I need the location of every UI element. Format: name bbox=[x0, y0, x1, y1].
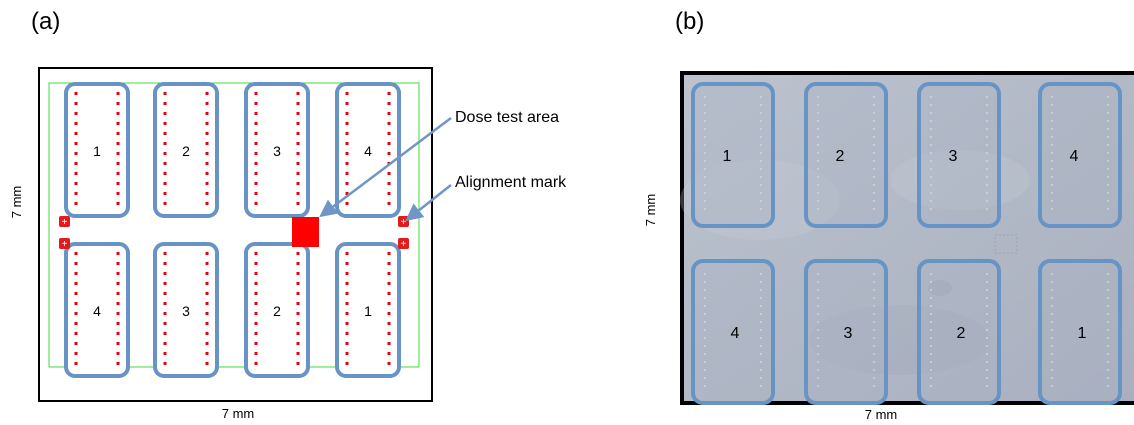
region-number: 3 bbox=[273, 143, 281, 159]
region-number: 2 bbox=[182, 143, 190, 159]
panel-b-label: (b) bbox=[675, 8, 705, 35]
write-region: 1 bbox=[64, 82, 130, 218]
dose-test-arrow bbox=[319, 117, 452, 218]
panel-b-width-label: 7 mm bbox=[865, 407, 898, 422]
svg-text:+: + bbox=[62, 239, 68, 250]
alignment-mark-left-bottom: + bbox=[59, 238, 70, 250]
micrograph-region: 2 bbox=[804, 82, 888, 228]
write-region: 1 bbox=[335, 242, 401, 378]
region-number: 2 bbox=[273, 303, 281, 319]
alignment-mark-left-top: + bbox=[59, 216, 70, 228]
region-number: 1 bbox=[93, 143, 101, 159]
write-region: 2 bbox=[244, 242, 310, 378]
micrograph-region-number: 1 bbox=[723, 148, 732, 165]
panel-a-diagram: 1 2 3 4 4 3 2 1 + + + + Dose test area Alignmen… bbox=[9, 67, 567, 421]
panel-b-micrograph: 1 2 3 4 4 3 2 1 7 mm 7 mm bbox=[643, 71, 1134, 422]
alignment-mark-right-bottom: + bbox=[398, 238, 409, 250]
alignment-arrow bbox=[405, 184, 452, 222]
region-number: 1 bbox=[364, 303, 372, 319]
dose-test-label: Dose test area bbox=[455, 109, 559, 126]
svg-text:+: + bbox=[401, 239, 407, 250]
write-region: 3 bbox=[244, 82, 310, 218]
alignment-mark-label: Alignment mark bbox=[455, 174, 567, 191]
panel-b-regions: 1 2 3 4 4 3 2 1 bbox=[691, 82, 1122, 405]
micrograph-image bbox=[684, 75, 1134, 401]
write-region: 4 bbox=[64, 242, 130, 378]
panel-a-width-label: 7 mm bbox=[222, 406, 255, 421]
micrograph-region-number: 4 bbox=[731, 325, 740, 342]
dose-test-area bbox=[292, 217, 319, 247]
alignment-mark-right-top: + bbox=[398, 216, 409, 228]
micrograph-region-number: 3 bbox=[844, 325, 853, 342]
micrograph-region: 3 bbox=[917, 82, 1001, 228]
region-number: 4 bbox=[93, 303, 101, 319]
micrograph-region: 2 bbox=[917, 259, 1001, 405]
region-number: 4 bbox=[364, 143, 372, 159]
panel-a-height-label: 7 mm bbox=[9, 186, 24, 219]
micrograph-region-number: 2 bbox=[836, 148, 845, 165]
micrograph-region: 1 bbox=[1038, 259, 1122, 405]
panel-a-regions: 1 2 3 4 4 3 2 1 bbox=[64, 82, 401, 378]
micrograph-region-number: 2 bbox=[957, 325, 966, 342]
micrograph-region: 1 bbox=[691, 82, 775, 228]
region-number: 3 bbox=[182, 303, 190, 319]
write-region: 2 bbox=[153, 82, 219, 218]
write-field-frame bbox=[48, 82, 420, 368]
write-region: 3 bbox=[153, 242, 219, 378]
micrograph-region: 4 bbox=[691, 259, 775, 405]
svg-text:+: + bbox=[62, 217, 68, 228]
micrograph-region: 4 bbox=[1038, 82, 1122, 228]
micrograph-region-number: 4 bbox=[1070, 148, 1079, 165]
svg-text:+: + bbox=[401, 217, 407, 228]
micrograph-texture bbox=[680, 150, 1030, 375]
micrograph-region-number: 3 bbox=[949, 148, 958, 165]
panel-b-height-label: 7 mm bbox=[643, 194, 658, 227]
micrograph-region-number: 1 bbox=[1078, 325, 1087, 342]
micrograph-region: 3 bbox=[804, 259, 888, 405]
panel-a-label: (a) bbox=[31, 8, 61, 35]
write-region: 4 bbox=[335, 82, 401, 218]
